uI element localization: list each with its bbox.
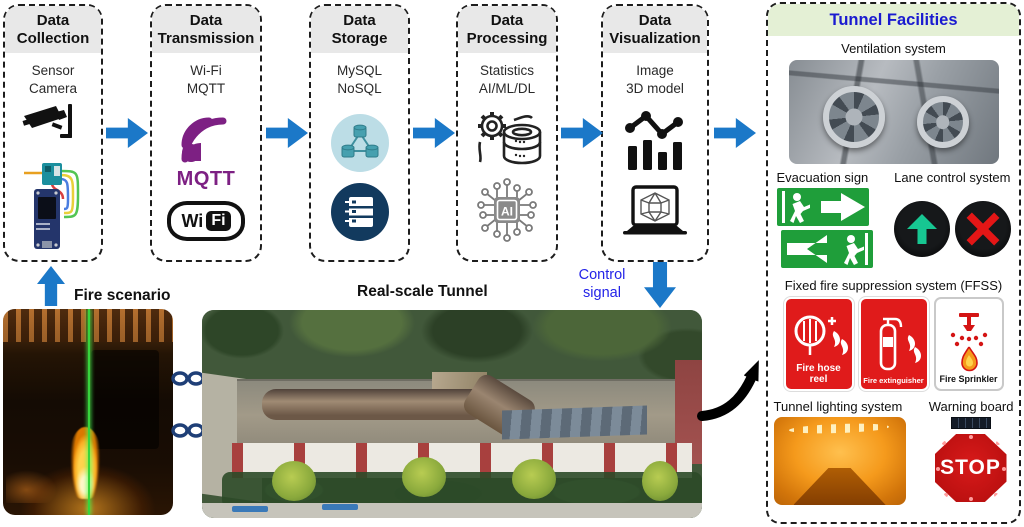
up-arrow-icon — [37, 266, 65, 306]
led-dot — [968, 435, 973, 439]
fire-scenario-label: Fire scenario — [74, 287, 171, 304]
ai-chip-label: AI — [501, 205, 513, 219]
led-dot — [995, 441, 1000, 445]
box-title: Data Collection — [5, 6, 101, 53]
box-title: Data Storage — [311, 6, 408, 53]
flow-arrow-icon — [106, 118, 148, 148]
ventilation-system-label: Ventilation system — [841, 41, 946, 56]
sensor-board-icon — [16, 155, 90, 260]
flow-box-data-visualization: Data Visualization Image 3D model — [601, 4, 709, 262]
box-subtitle: MySQL NoSQL — [336, 63, 382, 97]
fire-photo-doorway — [91, 350, 160, 450]
box-subtitle: Sensor Camera — [28, 63, 77, 97]
tunnel-photo-tree — [402, 457, 446, 498]
chain-link-icon — [171, 371, 205, 386]
box-subtitle: Statistics AI/ML/DL — [478, 63, 536, 97]
led-dot — [1001, 467, 1006, 471]
flow-box-data-processing: Data Processing Statistics AI/ML/DL — [456, 4, 558, 262]
flow-arrow-icon — [413, 118, 455, 148]
fire-extinguisher-icon — [879, 317, 921, 371]
box-title: Data Visualization — [603, 6, 707, 53]
box-subtitle: Image 3D model — [626, 63, 684, 97]
led-dot — [941, 441, 946, 445]
stop-sign-face — [934, 434, 1007, 502]
tunnel-photo-tree — [512, 459, 556, 500]
green-laser-line — [88, 309, 90, 515]
box-subtitle: Wi-Fi MQTT — [186, 63, 226, 97]
led-dot — [935, 467, 940, 471]
gear-database-icon — [470, 106, 544, 173]
stop-sign-text: STOP — [940, 456, 1001, 479]
down-arrow-icon — [644, 262, 676, 308]
solar-panel-icon — [950, 417, 991, 429]
stop-sign: STOP — [931, 431, 1010, 505]
tunnel-photo-road — [202, 503, 702, 518]
fire-sprinkler-sign: Fire Sprinkler — [933, 297, 1004, 391]
ventilation-system-photo — [788, 60, 999, 164]
fire-sprinkler-icon — [950, 313, 987, 372]
tunnel-lighting-photo — [773, 417, 906, 505]
fire-hose-reel-icon — [794, 315, 848, 355]
wifi-label-right: Fi — [206, 211, 231, 232]
tunnel-photo-bench — [322, 503, 358, 510]
tunnel-photo-tree — [642, 461, 678, 502]
jet-fan-icon — [916, 96, 969, 148]
evacuation-sign-label: Evacuation sign — [776, 170, 869, 185]
lane-control-system-label: Lane control system — [894, 170, 1011, 185]
ffss-label: Fixed fire suppression system (FFSS) — [784, 278, 1003, 293]
chain-link-icon — [171, 423, 205, 438]
wifi-label-left: Wi — [181, 210, 204, 231]
real-scale-tunnel-label: Real-scale Tunnel — [357, 283, 488, 300]
warning-board-label: Warning board — [928, 399, 1014, 414]
box-title: Data Transmission — [152, 6, 260, 53]
real-scale-tunnel-photo — [202, 310, 702, 518]
tunnel-photo-shed-roof — [502, 405, 647, 440]
led-dot — [943, 493, 948, 497]
led-dot — [968, 497, 973, 501]
tunnel-photo-bench — [232, 505, 268, 512]
flow-arrow-icon — [714, 118, 756, 148]
flame — [68, 426, 103, 499]
flow-arrow-icon — [561, 118, 603, 148]
mqtt-logo-icon: MQTT — [177, 113, 236, 191]
wifi-logo-icon: Wi Fi — [167, 201, 245, 242]
tunnel-photo-tree — [272, 461, 316, 502]
cctv-camera-icon — [22, 102, 84, 155]
fire-extinguisher-text: Fire extinguisher — [863, 375, 924, 385]
fire-sprinkler-text: Fire Sprinkler — [939, 374, 998, 385]
flow-box-data-storage: Data Storage MySQL NoSQL — [309, 4, 410, 262]
red-x-signal-icon — [954, 201, 1011, 257]
tunnel-facilities-header: Tunnel Facilities — [768, 4, 1019, 36]
curved-arrow-icon — [697, 360, 759, 421]
control-signal-label: Control signal — [578, 267, 626, 302]
mqtt-label: MQTT — [176, 167, 236, 190]
laptop-3d-model-icon — [619, 185, 691, 244]
fire-photo-debris — [6, 469, 58, 503]
flow-box-data-transmission: Data Transmission Wi-Fi MQTT MQTT Wi Fi — [150, 4, 262, 262]
warning-board: STOP — [928, 417, 1014, 509]
green-arrow-signal-icon — [893, 201, 950, 257]
fire-extinguisher-sign: Fire extinguisher — [858, 297, 929, 391]
chart-icon — [622, 110, 688, 177]
tunnel-photo-duct — [262, 389, 487, 421]
fire-hose-reel-sign: Fire hose reel — [783, 297, 854, 391]
tunnel-facilities-panel: Tunnel Facilities Ventilation system Eva… — [766, 2, 1021, 524]
flow-arrow-icon — [266, 118, 308, 148]
server-icon — [330, 182, 389, 241]
database-network-icon — [330, 113, 389, 172]
ai-chip-icon: AI — [474, 177, 540, 248]
jet-fan-icon — [822, 86, 885, 148]
led-dot — [993, 493, 998, 497]
tunnel-lighting-system-label: Tunnel lighting system — [773, 399, 903, 414]
fire-scenario-photo — [3, 309, 173, 515]
box-title: Data Processing — [458, 6, 556, 53]
evacuation-sign-icon — [776, 188, 873, 268]
fire-hose-reel-text: Fire hose reel — [796, 363, 841, 385]
flow-box-data-collection: Data Collection Sensor Camera — [3, 4, 103, 262]
